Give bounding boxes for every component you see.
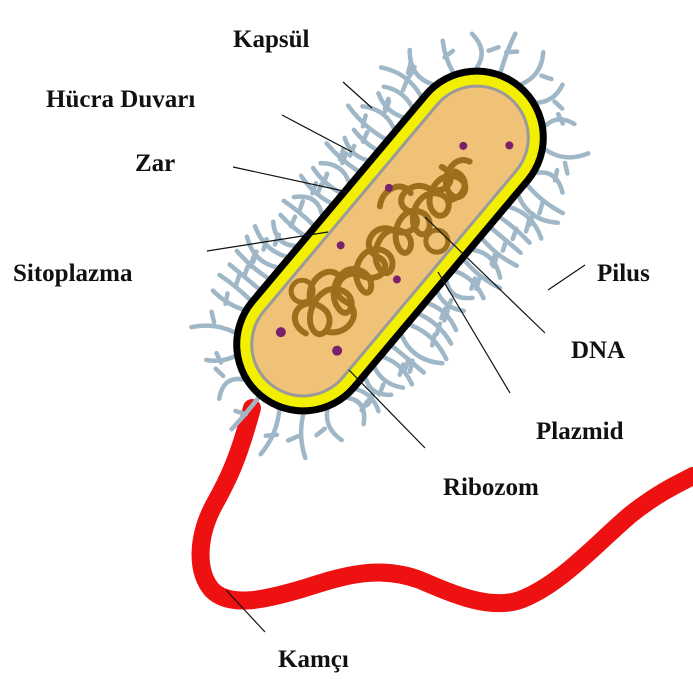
- pilus-branch: [236, 276, 239, 286]
- pilus-branch: [503, 241, 507, 251]
- pilus-branch: [489, 47, 499, 50]
- pilus-branch: [476, 278, 479, 289]
- pilus-branch: [410, 361, 413, 372]
- pilus-strand: [537, 85, 562, 103]
- label-ribozom: Ribozom: [443, 474, 539, 501]
- pilus-branch: [403, 80, 407, 90]
- label-kapsul: Kapsül: [233, 26, 309, 53]
- label-plazmid: Plazmid: [536, 418, 624, 445]
- pilus-branch: [362, 401, 368, 410]
- pilus-branch: [288, 436, 298, 440]
- leader-pilus: [548, 265, 585, 290]
- pilus-strand: [472, 34, 482, 68]
- pilus-branch: [212, 312, 215, 323]
- pilus-branch: [565, 163, 567, 174]
- pilus-branch: [235, 411, 245, 414]
- pilus-strand: [537, 172, 562, 192]
- pilus-branch: [540, 203, 543, 214]
- label-pilus: Pilus: [597, 260, 650, 287]
- pilus-strand: [219, 379, 242, 399]
- pilus-branch: [526, 221, 529, 232]
- pilus-branch: [264, 239, 267, 249]
- pilus-branch: [340, 149, 343, 159]
- pilus-branch: [558, 114, 563, 123]
- label-dna: DNA: [571, 337, 625, 364]
- leader-zar: [233, 167, 348, 192]
- pilus-branch: [494, 256, 497, 266]
- pilus-branch: [432, 335, 435, 346]
- label-kamci: Kamçı: [278, 646, 349, 673]
- pilus-strand: [301, 414, 305, 458]
- pilus-branch: [541, 76, 551, 80]
- pilus-branch: [266, 435, 277, 436]
- label-hucre-duvari: Hücra Duvarı: [46, 86, 195, 113]
- pilus-branch: [299, 201, 303, 211]
- pilus-branch: [555, 170, 557, 180]
- pilus-branch: [226, 293, 228, 303]
- pilus-strand: [191, 326, 234, 333]
- pilus-strand: [528, 186, 563, 214]
- pilus-strand: [327, 410, 342, 440]
- pilus-branch: [244, 266, 248, 276]
- pilus-branch: [405, 359, 408, 369]
- leader-hucre-duvari: [282, 115, 352, 152]
- pilus-branch: [555, 102, 563, 109]
- pilus-strand: [447, 282, 473, 298]
- pilus-branch: [437, 324, 440, 334]
- pilus-strand: [261, 410, 280, 454]
- label-zar: Zar: [135, 150, 175, 177]
- pilus-branch: [291, 217, 295, 227]
- pilus-branch: [317, 429, 325, 436]
- label-sitoplazma: Sitoplazma: [13, 260, 133, 287]
- pilus-branch: [506, 52, 517, 53]
- pilus-branch: [363, 116, 366, 127]
- pilus-branch: [253, 252, 256, 262]
- pilus-branch: [216, 369, 224, 376]
- pilus-strand: [546, 150, 589, 158]
- pilus-strand: [522, 52, 544, 84]
